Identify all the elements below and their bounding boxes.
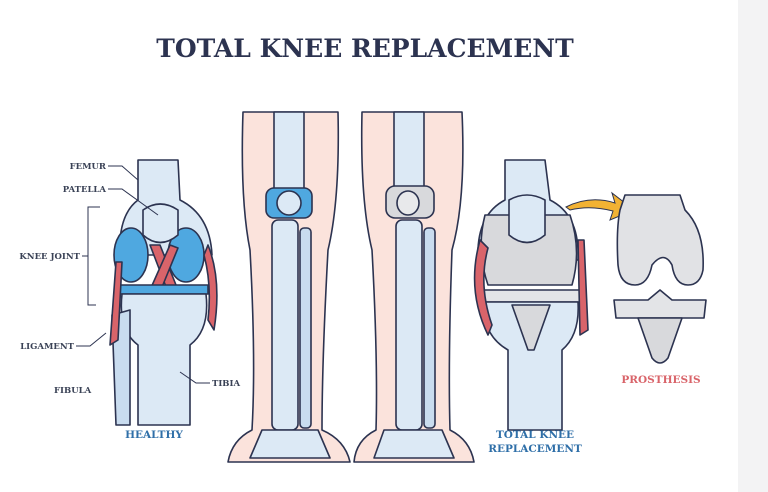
leg-patella-2	[396, 190, 420, 216]
label-ligament: LIGAMENT	[20, 342, 74, 352]
leg-tibia	[271, 219, 299, 431]
tibial-tray-prosthesis	[613, 289, 707, 319]
label-patella: PATELLA	[63, 185, 107, 195]
label-femur: FEMUR	[70, 162, 107, 172]
ligament-right-2	[577, 239, 589, 336]
caption-tkr-line2: REPLACEMENT	[488, 443, 582, 455]
femoral-component	[480, 214, 578, 286]
tibial-stem	[511, 304, 551, 351]
ligament-right	[203, 244, 218, 331]
ligament-leader	[76, 332, 107, 347]
caption-tkr-line1: TOTAL KNEE	[496, 429, 574, 441]
tibial-stem-prosthesis	[637, 317, 683, 364]
page-title: TOTAL KNEE REPLACEMENT	[156, 34, 574, 63]
caption-healthy: HEALTHY	[125, 429, 183, 441]
leg-fibula	[299, 227, 312, 429]
replaced-leg	[353, 111, 475, 463]
femur-leader	[108, 165, 139, 181]
label-tibia: TIBIA	[212, 379, 240, 389]
femoral-component-prosthesis	[616, 194, 704, 286]
leg-foot-bones-2	[373, 429, 455, 459]
label-fibula: FIBULA	[54, 386, 92, 396]
leg-femur	[273, 111, 305, 193]
cartilage-left	[113, 227, 149, 283]
replaced-knee: TOTAL KNEE REPLACEMENT	[473, 159, 589, 455]
tibia-bone	[120, 293, 208, 426]
leg-femur-2	[393, 111, 425, 193]
caption-prosthesis: PROSTHESIS	[621, 374, 700, 386]
leg-patella	[276, 190, 302, 216]
patella-bone	[142, 203, 179, 244]
ligament-left	[109, 261, 123, 346]
patella-leader	[108, 188, 159, 216]
healthy-knee: FEMUR PATELLA KNEE JOINT LIGAMENT FIBULA…	[19, 159, 240, 441]
tibial-tray	[479, 289, 581, 303]
leg-tibia-2	[395, 219, 423, 431]
meniscus	[117, 284, 209, 295]
tibia-leader	[179, 371, 210, 384]
healthy-leg	[227, 111, 351, 463]
leg-fibula-2	[423, 227, 436, 429]
knee-joint-bracket	[82, 206, 100, 306]
side-strip	[738, 0, 768, 492]
prosthesis: PROSTHESIS	[613, 194, 707, 386]
label-knee-joint: KNEE JOINT	[19, 252, 80, 262]
patella-bone-2	[508, 194, 546, 244]
ligament-left-2	[473, 239, 493, 336]
leg-foot-bones	[249, 429, 331, 459]
